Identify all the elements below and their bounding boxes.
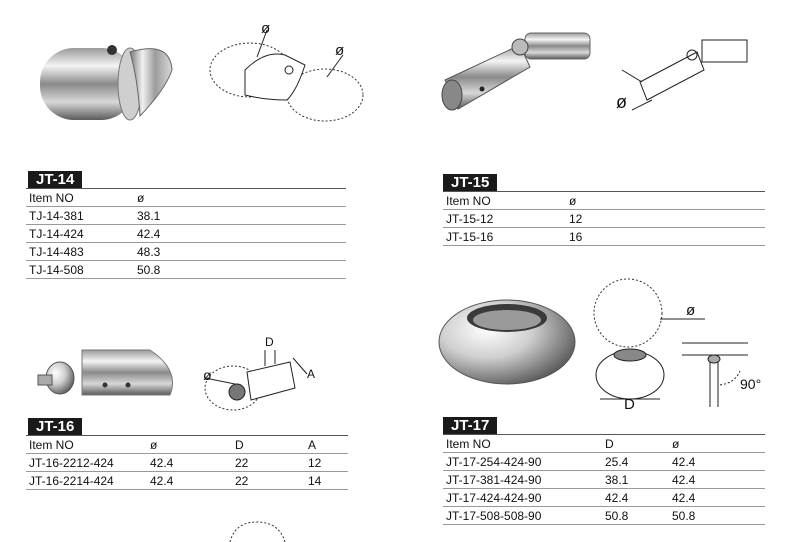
jt14-product-photo bbox=[40, 45, 173, 121]
cell-phi: 50.8 bbox=[669, 506, 765, 525]
header-item-no: Item NO bbox=[26, 435, 147, 454]
cell-item-no: JT-17-424-424-90 bbox=[443, 488, 602, 507]
jt15-product-photo bbox=[441, 32, 591, 111]
cell-d: 22 bbox=[232, 453, 305, 472]
header-phi: ø bbox=[669, 434, 765, 453]
cell-a: 14 bbox=[305, 471, 348, 490]
jt16-drawing-phi: ø bbox=[203, 367, 212, 383]
cell-phi: 42.4 bbox=[134, 224, 346, 243]
cell-item-no: JT-17-254-424-90 bbox=[443, 452, 602, 471]
cell-d: 38.1 bbox=[602, 470, 669, 489]
header-d: D bbox=[232, 435, 305, 454]
cell-item-no: TJ-14-483 bbox=[26, 242, 134, 261]
cell-item-no: JT-15-16 bbox=[443, 227, 566, 246]
cell-item-no: JT-15-12 bbox=[443, 209, 566, 228]
jt15-tag: JT-15 bbox=[443, 174, 498, 191]
jt17-drawing-angle: 90° bbox=[740, 376, 761, 392]
cell-item-no: JT-17-381-424-90 bbox=[443, 470, 602, 489]
cell-phi: 38.1 bbox=[134, 206, 346, 225]
cell-phi: 42.4 bbox=[147, 453, 232, 472]
jt14-tag: JT-14 bbox=[28, 171, 83, 188]
header-phi: ø bbox=[147, 435, 232, 454]
cell-phi: 42.4 bbox=[147, 471, 232, 490]
cell-d: 42.4 bbox=[602, 488, 669, 507]
header-phi: ø bbox=[134, 188, 346, 207]
cell-phi: 42.4 bbox=[669, 470, 765, 489]
partial-dashed-circle bbox=[229, 521, 286, 542]
jt16-tag: JT-16 bbox=[28, 418, 83, 435]
cell-item-no: JT-16-2212-424 bbox=[26, 453, 147, 472]
cell-phi: 42.4 bbox=[669, 488, 765, 507]
header-item-no: Item NO bbox=[26, 188, 134, 207]
jt15-drawing: ø bbox=[616, 39, 748, 112]
jt14-drawing-phi-1: ø bbox=[261, 20, 270, 37]
jt15-drawing-phi: ø bbox=[616, 92, 627, 112]
jt16-drawing-d: D bbox=[265, 335, 274, 349]
cell-d: 50.8 bbox=[602, 506, 669, 525]
cell-phi: 48.3 bbox=[134, 242, 346, 261]
jt17-drawing: ø D 90° bbox=[593, 278, 761, 413]
cell-phi: 50.8 bbox=[134, 260, 346, 279]
jt16-drawing: D ø A bbox=[203, 335, 315, 411]
jt14-drawing: ø ø bbox=[209, 20, 364, 122]
header-item-no: Item NO bbox=[443, 434, 602, 453]
cell-item-no: JT-16-2214-424 bbox=[26, 471, 147, 490]
table-header-row: Item NO ø bbox=[26, 188, 346, 207]
cell-phi: 42.4 bbox=[669, 452, 765, 471]
header-d: D bbox=[602, 434, 669, 453]
cell-item-no: TJ-14-424 bbox=[26, 224, 134, 243]
header-phi: ø bbox=[566, 191, 765, 210]
header-a: A bbox=[305, 435, 348, 454]
jt17-tag: JT-17 bbox=[443, 417, 498, 434]
jt17-drawing-phi: ø bbox=[686, 302, 695, 319]
table-header-row: Item NO ø bbox=[443, 191, 765, 210]
cell-phi: 16 bbox=[566, 227, 765, 246]
cell-phi: 12 bbox=[566, 209, 765, 228]
cell-item-no: TJ-14-508 bbox=[26, 260, 134, 279]
jt17-product-photo bbox=[438, 299, 576, 385]
jt16-drawing-a: A bbox=[307, 367, 315, 381]
table-header-row: Item NO D ø bbox=[443, 434, 765, 453]
cell-d: 22 bbox=[232, 471, 305, 490]
table-header-row: Item NO ø D A bbox=[26, 435, 348, 454]
cell-item-no: JT-17-508-508-90 bbox=[443, 506, 602, 525]
jt17-drawing-d: D bbox=[624, 396, 635, 413]
header-item-no: Item NO bbox=[443, 191, 566, 210]
cell-item-no: TJ-14-381 bbox=[26, 206, 134, 225]
jt14-drawing-phi-2: ø bbox=[335, 42, 344, 59]
jt16-product-photo bbox=[37, 349, 173, 396]
cell-a: 12 bbox=[305, 453, 348, 472]
cell-d: 25.4 bbox=[602, 452, 669, 471]
